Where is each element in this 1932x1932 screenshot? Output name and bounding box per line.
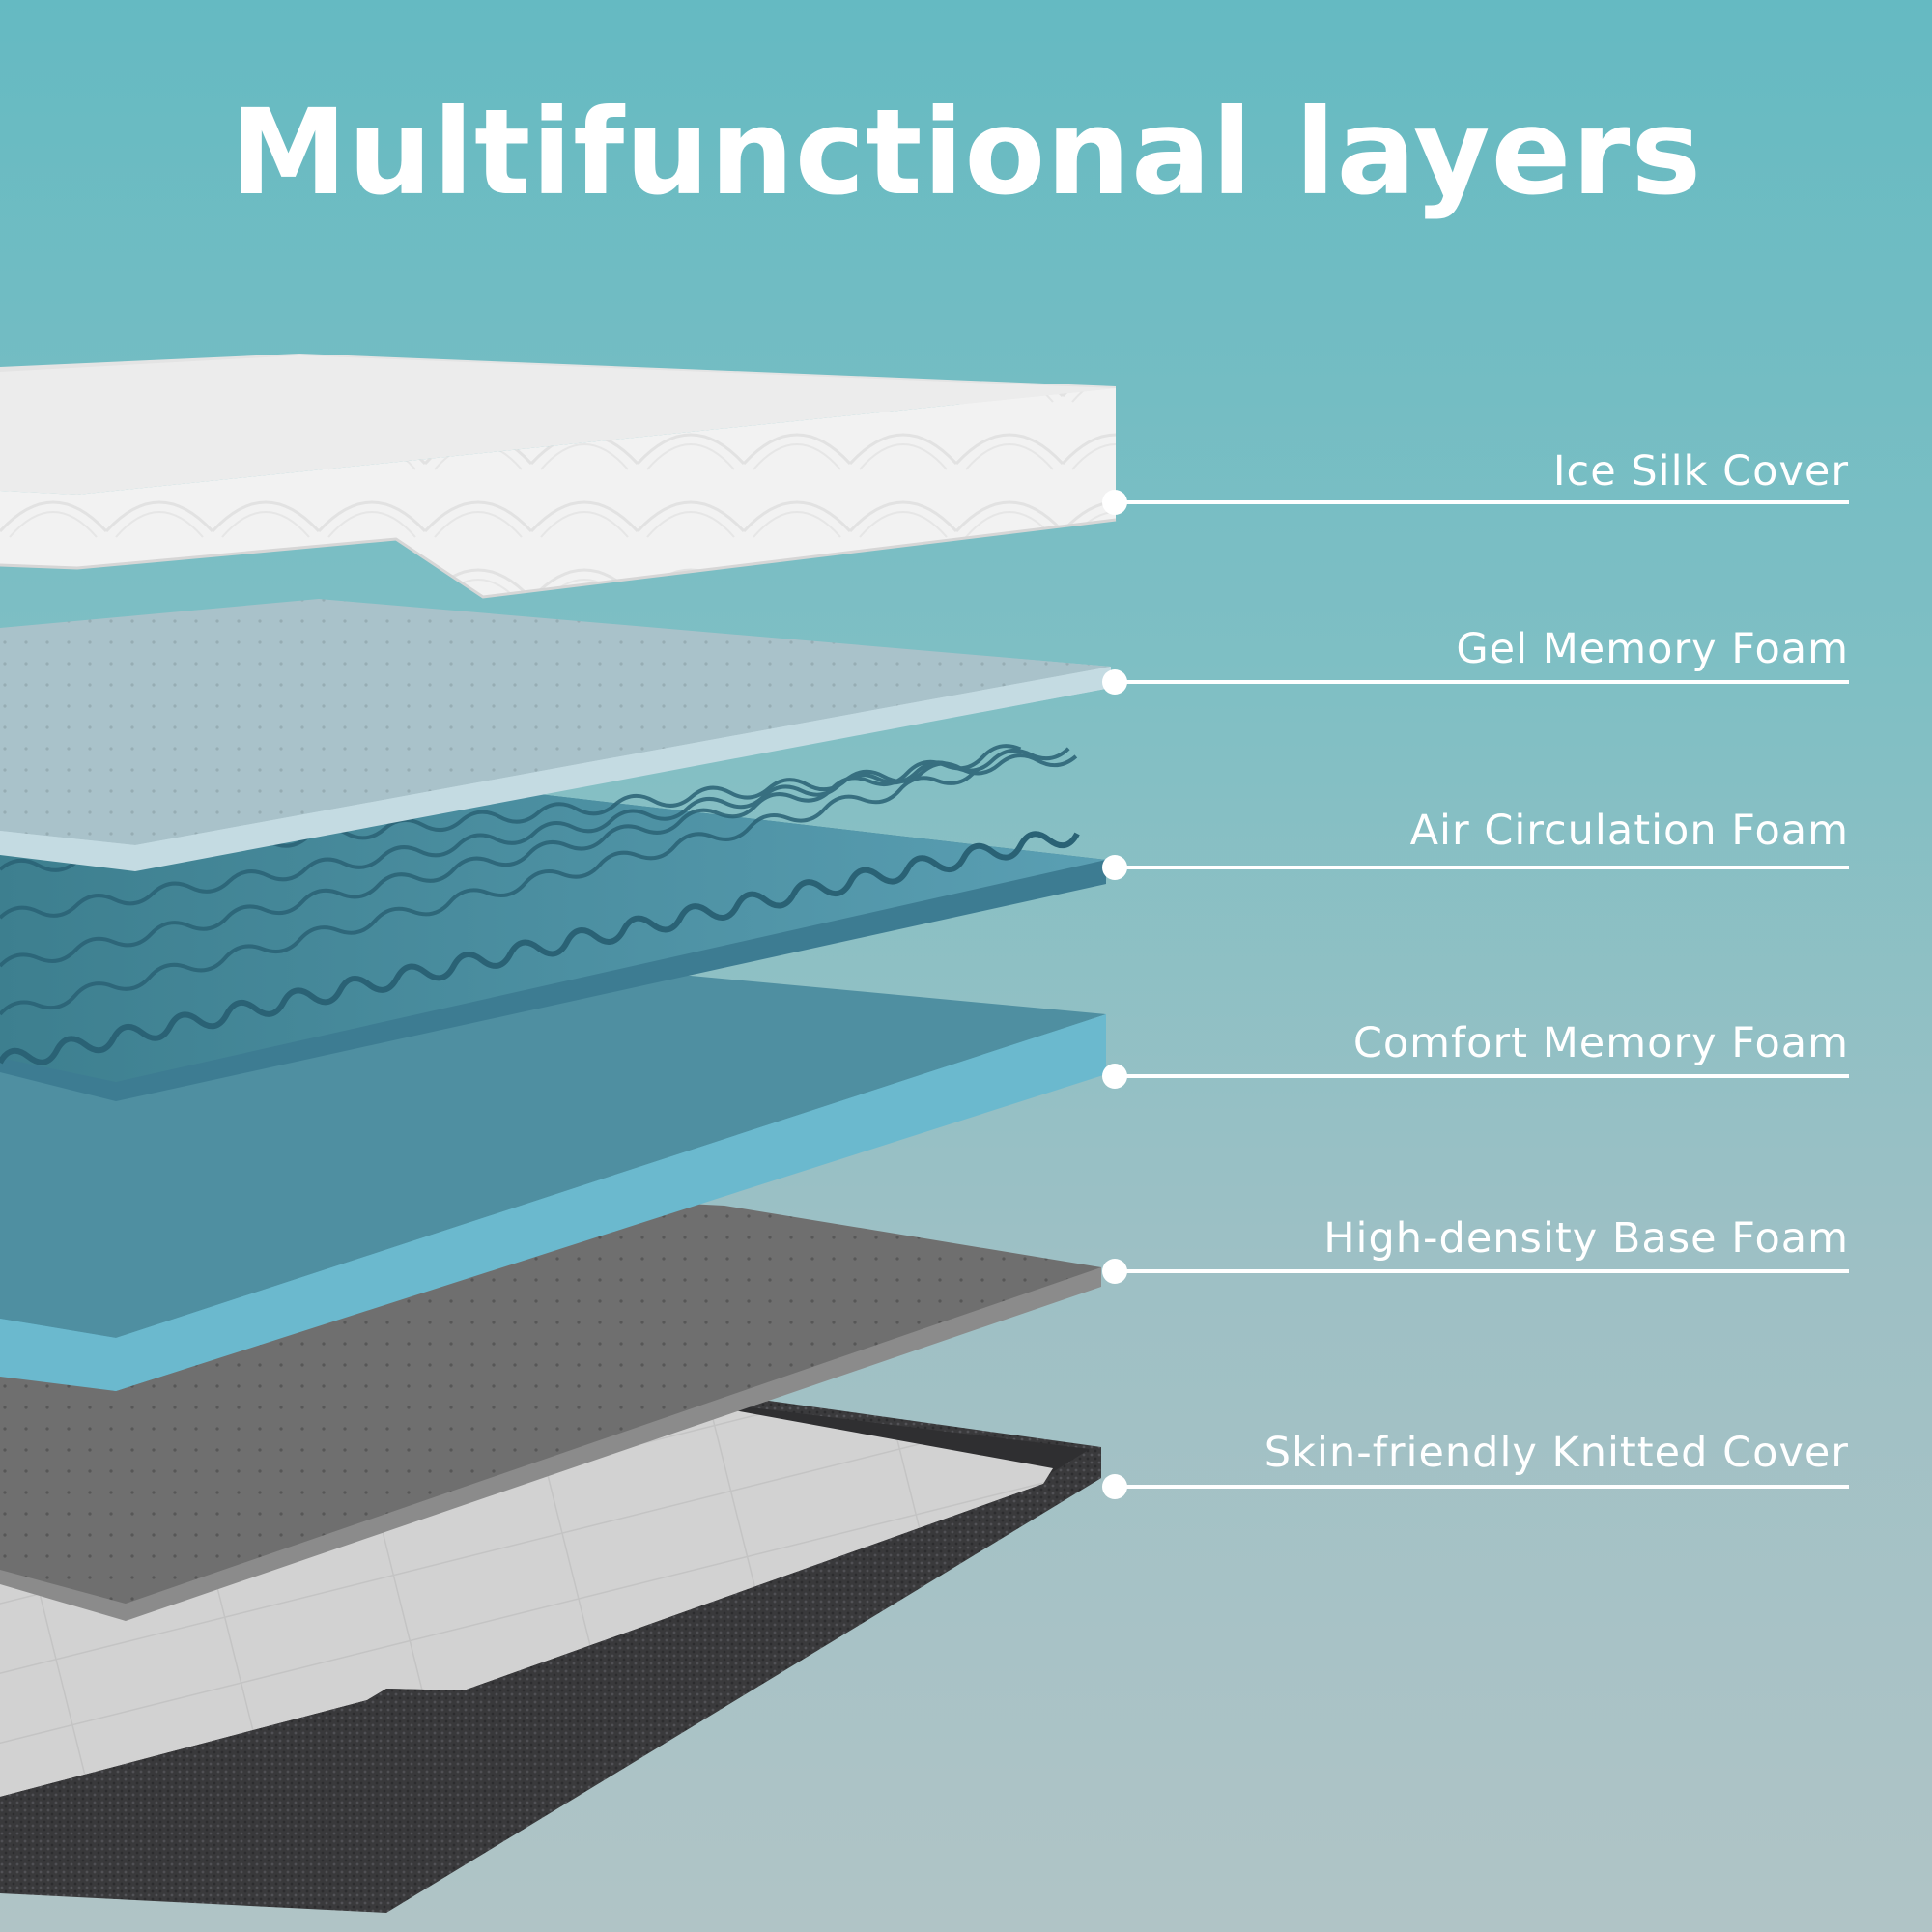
- leader-line: [1115, 1269, 1849, 1273]
- leader-line: [1115, 1485, 1849, 1489]
- layer-label: Air Circulation Foam: [1409, 807, 1849, 855]
- leader-line: [1115, 1074, 1849, 1078]
- leader-line: [1115, 500, 1849, 504]
- layer-label: Ice Silk Cover: [1552, 447, 1849, 496]
- layer-ice-silk-cover: [0, 354, 1117, 599]
- layer-air-foam: [0, 744, 1106, 1101]
- leader-dot: [1102, 1474, 1127, 1499]
- leader-dot: [1102, 669, 1127, 695]
- layer-gel-foam: [0, 599, 1111, 871]
- layer-label: Skin-friendly Knitted Cover: [1264, 1429, 1849, 1477]
- leader-dot: [1102, 1064, 1127, 1089]
- leader-dot: [1102, 1259, 1127, 1284]
- leader-dot: [1102, 855, 1127, 880]
- leader-line: [1115, 866, 1849, 869]
- leader-dot: [1102, 490, 1127, 515]
- layer-label: High-density Base Foam: [1323, 1214, 1849, 1263]
- layer-label: Comfort Memory Foam: [1352, 1019, 1849, 1067]
- leader-line: [1115, 680, 1849, 684]
- layer-label: Gel Memory Foam: [1456, 625, 1849, 673]
- page-title: Multifunctional layers: [229, 84, 1703, 221]
